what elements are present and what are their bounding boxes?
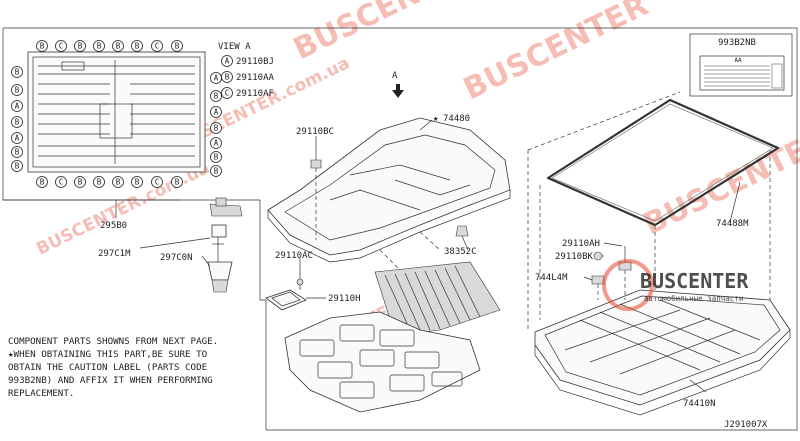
watermark-text-1: BUSCENTER (288, 0, 484, 67)
view-arrow-icon (392, 84, 404, 98)
circle-bottom-3: B (78, 178, 83, 187)
leader-lines (115, 119, 741, 393)
legend-part-c: 29110AF (236, 89, 274, 99)
circle-left-2: B (15, 86, 20, 95)
circle-bottom-1: B (40, 178, 45, 187)
circle-right-6: B (214, 153, 219, 162)
star-symbol: ★ (433, 114, 439, 124)
view-arrow: A (392, 71, 404, 98)
circle-right-1: A (214, 74, 219, 83)
circle-top-2: C (59, 42, 64, 51)
label-74480: 74480 (443, 114, 470, 124)
circle-right-7: B (214, 167, 219, 176)
circle-top-3: B (78, 42, 83, 51)
label-744l4m: 744L4M (535, 273, 568, 283)
circle-bottom-7: C (155, 178, 160, 187)
circle-left-3: A (15, 102, 20, 111)
screw-29110bc (310, 142, 322, 240)
label-29110bc: 29110BC (296, 127, 334, 137)
circle-top-7: C (155, 42, 160, 51)
label-29110ah: 29110AH (562, 239, 600, 249)
circle-top-6: B (135, 42, 140, 51)
view-a-diagram: B C B B B B C B B C B B B B C B B B A B … (11, 40, 222, 188)
connector-parts (207, 197, 243, 293)
label-29110ac: 29110AC (275, 251, 313, 261)
circle-bottom-8: B (175, 178, 180, 187)
circle-right-2: B (214, 92, 219, 101)
circle-bottom-6: B (135, 178, 140, 187)
lower-case-74410n (534, 289, 791, 416)
logo-ring-icon (602, 259, 654, 311)
legend-letter-c: C (225, 89, 230, 98)
watermark-text-3: BUSCENTER (458, 0, 654, 107)
note-line-2: ★WHEN OBTAINING THIS PART,BE SURE TO (8, 349, 207, 360)
watermark-text-5: BUSCENTER.com.ua (33, 158, 212, 259)
note-line-5: REPLACEMENT. (8, 388, 74, 399)
circle-bottom-4: B (97, 178, 102, 187)
circle-bottom-5: B (116, 178, 121, 187)
clip-38352c (455, 225, 469, 237)
circle-top-1: B (40, 42, 45, 51)
label-74488m: 74488M (716, 219, 749, 229)
circle-left-1: B (15, 68, 20, 77)
label-38352c: 38352C (444, 247, 477, 257)
view-a-legend: VIEW A A 29110BJ B 29110AA C 29110AF (218, 42, 275, 99)
seal-gasket-74488m (546, 98, 780, 227)
view-arrow-label: A (392, 71, 398, 81)
label-74410n: 74410N (683, 399, 716, 409)
circle-left-4: B (15, 118, 20, 127)
caution-label-box: AA (689, 33, 793, 97)
circle-top-4: B (97, 42, 102, 51)
circle-left-6: B (15, 148, 20, 157)
frame-outer (3, 27, 798, 431)
circle-bottom-2: C (59, 178, 64, 187)
label-297c1m: 297C1M (98, 249, 131, 259)
callout-labels: 295B0 297C1M 297C0N 29110BC ★ 74480 3835… (98, 38, 756, 409)
right-column-circles: A B A B A B B (210, 72, 222, 177)
left-column-circles: B B A B A B B (11, 66, 23, 172)
legend-part-b: 29110AA (236, 73, 275, 83)
note-line-4: 993B2NB) AND AFFIX IT WHEN PERFORMING (8, 375, 213, 386)
pack-bottom-inner (32, 56, 201, 168)
assembly-guides (527, 91, 771, 330)
circle-right-3: A (214, 108, 219, 117)
pack-bottom-outline (27, 51, 206, 173)
logo-tagline: автомобильные запчасти (644, 294, 743, 303)
logo-name: BUSCENTER (640, 269, 749, 293)
top-row-circles: B C B B B B C B (36, 40, 183, 52)
circle-top-8: B (175, 42, 180, 51)
frame-left (2, 28, 267, 430)
label-29110bk: 29110BK (555, 252, 594, 262)
circle-top-5: B (116, 42, 121, 51)
legend-part-a: 29110BJ (236, 57, 274, 67)
circle-left-7: B (15, 162, 20, 171)
battery-modules (284, 261, 501, 413)
circle-right-4: B (214, 124, 219, 133)
circle-right-5: A (214, 139, 219, 148)
note-block: COMPONENT PARTS SHOWNS FROM NEXT PAGE. ★… (8, 336, 218, 399)
bracket-29110h (265, 262, 307, 311)
caution-label-header: AA (734, 57, 742, 64)
label-295b0: 295B0 (100, 221, 127, 231)
upper-cover-part (267, 117, 511, 271)
buscenter-logo: BUSCENTER автомобильные запчасти (602, 259, 749, 311)
legend-letter-b: B (225, 73, 230, 82)
legend-letter-a: A (225, 57, 230, 66)
note-line-1: COMPONENT PARTS SHOWNS FROM NEXT PAGE. (8, 336, 218, 347)
label-29110h: 29110H (328, 294, 361, 304)
view-a-title: VIEW A (218, 42, 251, 52)
label-297c0n: 297C0N (160, 253, 193, 263)
note-line-3: OBTAIN THE CAUTION LABEL (PARTS CODE (8, 362, 207, 373)
figure-code: J291007X (724, 420, 768, 430)
bolts-right (591, 246, 632, 300)
circle-left-5: A (15, 134, 20, 143)
label-993b2nb: 993B2NB (718, 38, 756, 48)
bottom-row-circles: B C B B B B C B (36, 176, 183, 188)
